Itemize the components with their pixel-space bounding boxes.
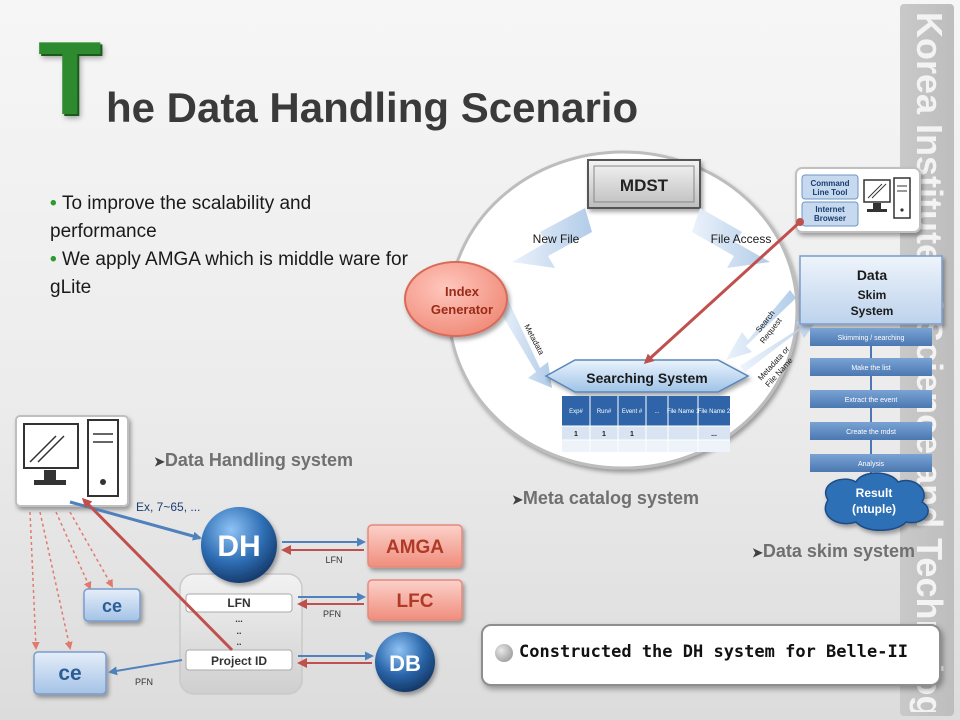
- command-line-tool-line-1: Command: [810, 179, 849, 188]
- red-arrow-origin: [796, 218, 804, 226]
- lfc-label: LFC: [397, 591, 434, 612]
- ce-large-label: ce: [58, 662, 81, 685]
- table-header: File Name 2: [698, 409, 731, 415]
- skim-system-line-3: System: [851, 304, 894, 318]
- skim-step-label: Extract the event: [845, 397, 898, 404]
- bullet-text: To improve the scalability and performan…: [50, 193, 312, 242]
- skim-step: [810, 390, 932, 408]
- lfn-link-label: LFN: [325, 555, 342, 565]
- mdst-box: [587, 159, 701, 209]
- dh-links: [69, 497, 374, 676]
- skim-step-label: Analysis: [858, 461, 885, 468]
- ce-small-box: [83, 588, 141, 622]
- table-header: ...: [654, 409, 659, 415]
- internet-browser-line-2: Browser: [814, 214, 846, 223]
- table-header: Run#: [597, 409, 612, 415]
- amga-box: [367, 524, 463, 568]
- file-access-arrow: [692, 208, 770, 268]
- internet-browser-line-1: Internet: [815, 205, 845, 214]
- dh-label: DH: [217, 530, 260, 563]
- amga-label: AMGA: [386, 537, 444, 558]
- table-row: 1 1 1 ...: [574, 431, 717, 438]
- skim-system-line-1: Data: [857, 267, 888, 283]
- searching-system-shape: [544, 359, 750, 393]
- skim-step-labels: Skimming / searching Make the list Extra…: [838, 335, 905, 468]
- index-generator: [404, 261, 508, 337]
- skim-step: [810, 328, 932, 346]
- bullet-item: • We apply AMGA which is middle ware for…: [50, 249, 408, 298]
- pfn-link-label: PFN: [135, 677, 153, 687]
- lfn-box-label: LFN: [227, 596, 250, 610]
- computer-icon: [863, 177, 911, 219]
- index-generator-line-1: Index: [445, 284, 480, 299]
- skim-steps: [810, 328, 932, 484]
- lfn-dots: ..: [236, 626, 241, 636]
- lfn-dots: ..: [236, 637, 241, 647]
- bullet-circle-icon: [495, 644, 513, 662]
- search-request-arrow: [726, 290, 796, 360]
- project-id-box: [185, 649, 293, 671]
- summary-callout: Constructed the DH system for Belle-II: [481, 624, 941, 686]
- section-label-data-handling: ➤Data Handling system: [154, 450, 353, 470]
- client-computer-icon: [15, 415, 129, 507]
- skim-step-label: Create the mdst: [846, 429, 896, 436]
- metadata-table: [562, 396, 730, 452]
- lfn-dots: ...: [235, 614, 243, 624]
- table-header: Exp#: [569, 409, 583, 415]
- ex-label: Ex, 7~65, ...: [136, 500, 200, 514]
- skim-step: [810, 454, 932, 472]
- data-skim-system-box: [799, 255, 943, 325]
- result-cloud: [824, 472, 929, 531]
- ce-dotted-arrows: [29, 511, 113, 650]
- section-label-meta-catalog: ➤Meta catalog system: [512, 488, 699, 508]
- table-cell: 1: [574, 431, 578, 438]
- skim-step-label: Make the list: [851, 365, 890, 372]
- searching-system-label: Searching System: [586, 370, 707, 386]
- skim-step: [810, 358, 932, 376]
- command-line-tool-button[interactable]: [801, 174, 859, 200]
- pfn-link-label: PFN: [323, 609, 341, 619]
- mdst-label: MDST: [620, 176, 669, 195]
- new-file-arrow: [512, 208, 592, 268]
- table-cell: 1: [630, 431, 634, 438]
- table-header: File Name 1: [667, 409, 700, 415]
- bullet-text: We apply AMGA which is middle ware for g…: [50, 249, 408, 298]
- result-line-2: (ntuple): [852, 502, 896, 516]
- internet-browser-button[interactable]: [801, 201, 859, 227]
- project-id-label: Project ID: [211, 654, 267, 668]
- ce-large-box: [33, 651, 107, 695]
- bullet-item: • To improve the scalability and perform…: [50, 193, 312, 242]
- table-header: Event #: [622, 409, 643, 415]
- table-headers: Exp# Run# Event # ... File Name 1 File N…: [569, 409, 731, 415]
- file-access-label: File Access: [711, 232, 772, 246]
- index-generator-line-2: Generator: [431, 302, 493, 317]
- skim-step-label: Skimming / searching: [838, 335, 905, 342]
- result-line-1: Result: [856, 486, 893, 500]
- dh-sphere: [201, 507, 277, 583]
- title-initial: T: [38, 21, 102, 137]
- section-label-data-skim: ➤Data skim system: [752, 541, 915, 561]
- page-title: he Data Handling Scenario: [106, 84, 639, 131]
- callout-text: Constructed the DH system for Belle-II: [519, 642, 908, 662]
- db-sphere: [375, 632, 435, 692]
- metadata-arrow: [498, 300, 552, 388]
- command-line-tool-line-2: Line Tool: [813, 188, 848, 197]
- search-red-arrow: [643, 220, 802, 365]
- metadata-or-file-arrow: [740, 316, 820, 372]
- new-file-label: New File: [533, 232, 580, 246]
- skim-step: [810, 422, 932, 440]
- table-cell: 1: [602, 431, 606, 438]
- ce-small-label: ce: [102, 596, 122, 616]
- db-label: DB: [389, 651, 421, 676]
- lfc-box: [367, 579, 463, 621]
- table-cell: ...: [711, 431, 717, 438]
- skim-system-line-2: Skim: [858, 288, 887, 302]
- bullet-list: • To improve the scalability and perform…: [50, 190, 420, 302]
